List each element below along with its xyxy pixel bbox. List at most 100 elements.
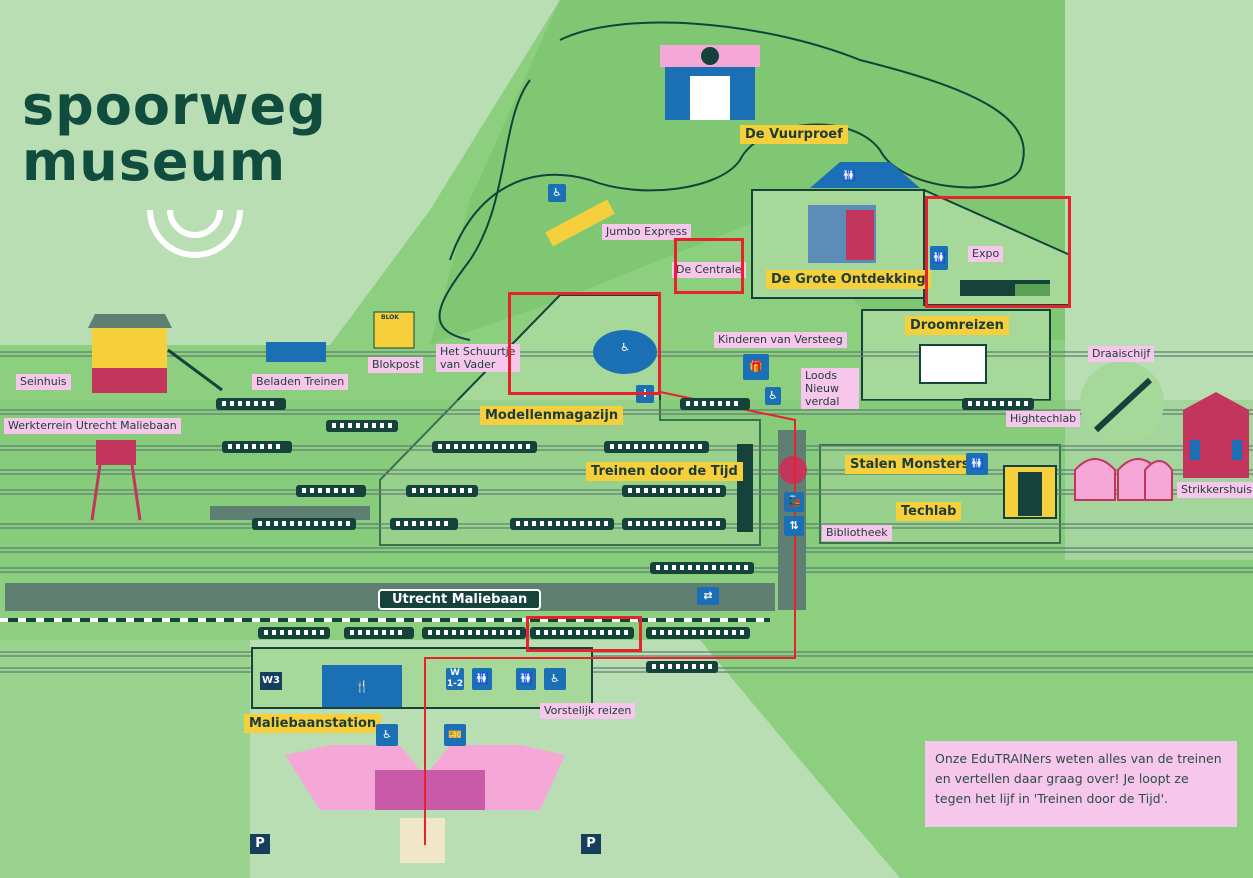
train-window	[652, 664, 656, 669]
train-window	[728, 565, 732, 570]
train-window	[404, 521, 408, 526]
lower-right-park	[900, 560, 1253, 730]
water-tower-top	[96, 440, 136, 465]
train-window	[372, 423, 376, 428]
label-vorstelijk-reizen[interactable]: Vorstelijk reizen	[540, 703, 636, 719]
train-window	[540, 521, 544, 526]
train-window	[444, 630, 448, 635]
train-window	[290, 521, 294, 526]
label-seinhuis[interactable]: Seinhuis	[16, 374, 71, 390]
spoorweg-museum-logo[interactable]: spoorweg museum	[22, 78, 327, 190]
label-strikkershuis[interactable]: Strikkershuis	[1177, 482, 1253, 498]
toilet-icon: 🚻	[930, 246, 948, 270]
train-window	[652, 488, 656, 493]
train-window	[478, 444, 482, 449]
station-name-utrecht-maliebaan[interactable]: Utrecht Maliebaan	[378, 589, 542, 610]
grote-ontdekking-exhibit-door	[846, 210, 874, 260]
edutrainers-info-box: Onze EduTRAINers weten alles van de trei…	[925, 741, 1237, 827]
train-window	[236, 444, 240, 449]
label-stalen-monsters[interactable]: Stalen Monsters	[845, 455, 975, 474]
train-window	[732, 630, 736, 635]
train-window	[692, 488, 696, 493]
train-window	[698, 444, 702, 449]
train-window	[676, 664, 680, 669]
train-window	[672, 565, 676, 570]
label-de-centrale[interactable]: De Centrale	[672, 262, 746, 278]
train-window	[736, 565, 740, 570]
accessible-toilet-icon: ♿	[610, 338, 640, 358]
label-expo[interactable]: Expo	[968, 246, 1004, 262]
train-window	[688, 565, 692, 570]
label-maliebaanstation[interactable]: Maliebaanstation	[244, 714, 382, 733]
train-window	[246, 401, 250, 406]
highlight-box-modellenmagazijn	[508, 292, 661, 395]
techlab-machine-core	[1018, 472, 1042, 516]
label-kinderen-van-versteeg[interactable]: Kinderen van Versteeg	[714, 332, 847, 348]
train-window	[604, 521, 608, 526]
blokpost-sign: BLOK	[381, 314, 399, 321]
train-window	[708, 630, 712, 635]
label-draaischijf[interactable]: Draaischijf	[1088, 346, 1155, 362]
train-window	[350, 488, 354, 493]
train-window	[668, 488, 672, 493]
train-window	[616, 630, 620, 635]
train-window	[626, 444, 630, 449]
train-window	[374, 630, 378, 635]
train-window	[348, 423, 352, 428]
train-window	[668, 630, 672, 635]
train-window	[516, 521, 520, 526]
label-jumbo-express[interactable]: Jumbo Express	[602, 224, 692, 240]
toilet-icon: 🚻	[966, 453, 988, 475]
label-blokpost[interactable]: Blokpost	[368, 357, 424, 373]
train-window	[390, 630, 394, 635]
train-window	[700, 521, 704, 526]
label-modellenmagazijn[interactable]: Modellenmagazijn	[480, 406, 624, 425]
train-window	[1008, 401, 1012, 406]
label-het-schuurtje-van-vader[interactable]: Het Schuurtje van Vader	[436, 344, 520, 372]
label-techlab[interactable]: Techlab	[896, 502, 962, 521]
train-window	[684, 521, 688, 526]
train-set	[258, 627, 330, 639]
train-window	[644, 488, 648, 493]
label-beladen-treinen[interactable]: Beladen Treinen	[252, 374, 349, 390]
train-window	[716, 521, 720, 526]
label-bibliotheek[interactable]: Bibliotheek	[822, 525, 892, 541]
label-de-vuurproef[interactable]: De Vuurproef	[740, 125, 848, 144]
train-window	[340, 423, 344, 428]
train-window	[712, 565, 716, 570]
train-window	[264, 630, 268, 635]
water-tower-leg-2	[130, 464, 142, 521]
logo-arc-mark	[147, 209, 243, 258]
label-de-grote-ontdekking[interactable]: De Grote Ontdekking	[766, 270, 931, 289]
train-window	[676, 488, 680, 493]
label-hightechlab[interactable]: Hightechlab	[1006, 411, 1081, 427]
vuurproef-gate-wheel	[701, 47, 719, 65]
blokpost-building	[373, 311, 415, 349]
train-window	[600, 630, 604, 635]
train-window	[312, 630, 316, 635]
train-window	[270, 401, 274, 406]
train-window	[314, 521, 318, 526]
label-werkterrein-utrecht-maliebaan[interactable]: Werkterrein Utrecht Maliebaan	[4, 418, 181, 434]
info-line-3: tegen het lijf in 'Treinen door de Tijd'…	[935, 791, 1169, 806]
label-treinen-door-de-tijd[interactable]: Treinen door de Tijd	[586, 462, 743, 481]
train-window	[342, 488, 346, 493]
label-droomreizen[interactable]: Droomreizen	[905, 316, 1009, 335]
train-window	[460, 630, 464, 635]
train-window	[584, 630, 588, 635]
label-loods-nieuw-verdal[interactable]: Loods Nieuw verdal	[801, 368, 859, 409]
train-window	[674, 444, 678, 449]
draaischijf-bridge	[1093, 377, 1153, 433]
train-window	[380, 423, 384, 428]
train-window	[420, 521, 424, 526]
train-window	[992, 401, 996, 406]
train-window	[244, 444, 248, 449]
train-window	[452, 630, 456, 635]
train-window	[388, 423, 392, 428]
train-set	[680, 398, 750, 410]
train-window	[664, 565, 668, 570]
train-window	[656, 565, 660, 570]
train-window	[650, 444, 654, 449]
station-path	[400, 818, 445, 863]
wardrobe-w3-icon: W3	[260, 672, 282, 690]
